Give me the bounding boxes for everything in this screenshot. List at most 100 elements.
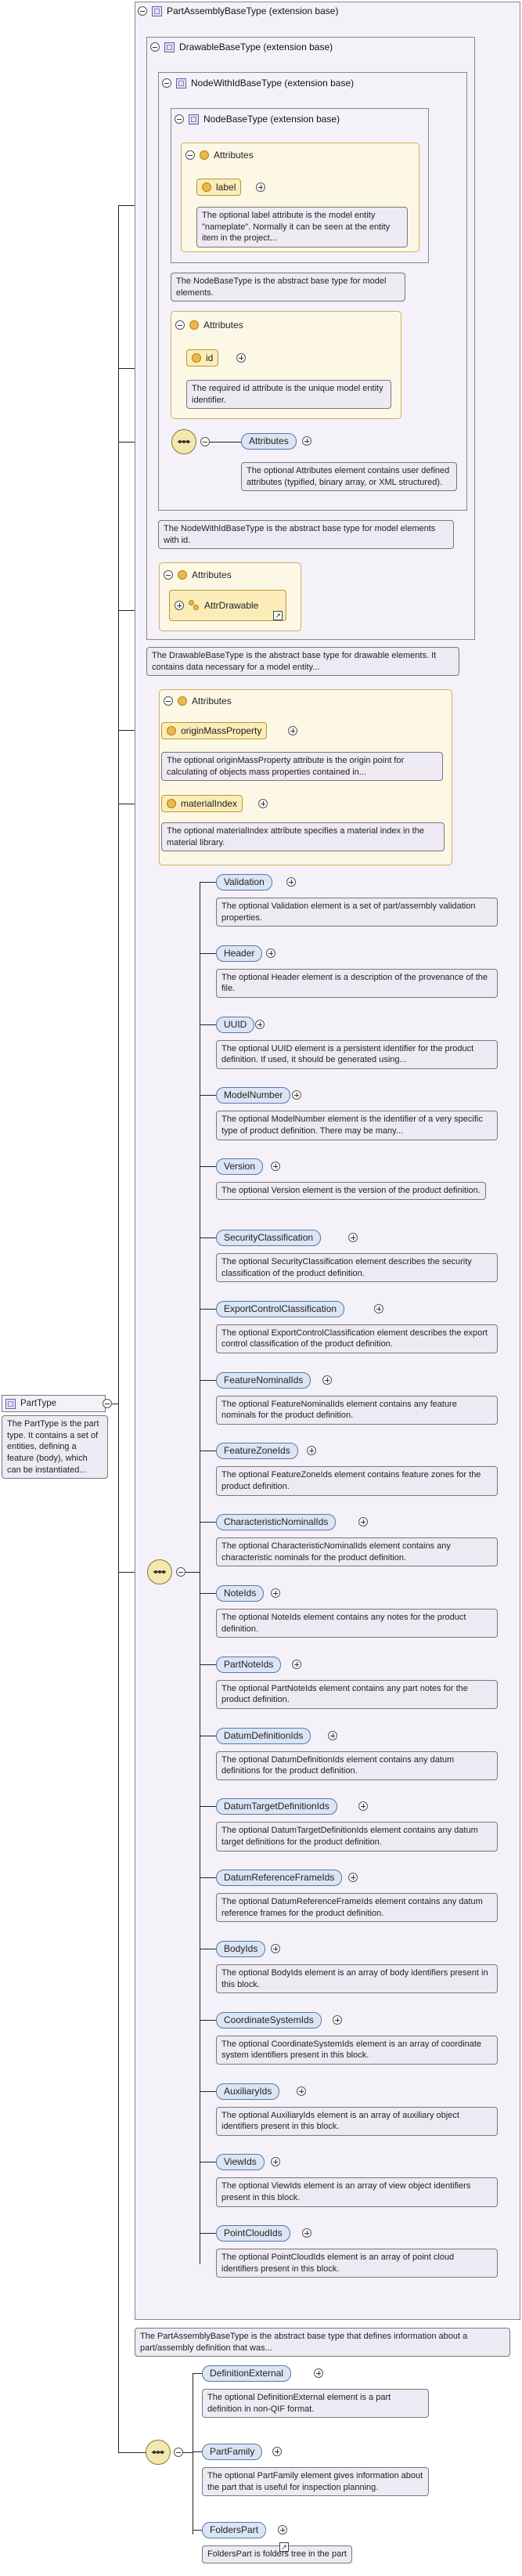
expand-toggle[interactable] bbox=[265, 948, 275, 958]
attribute-label[interactable]: label bbox=[196, 179, 242, 196]
collapse-toggle[interactable] bbox=[174, 2448, 183, 2457]
element-model-number[interactable]: ModelNumber bbox=[216, 1087, 291, 1104]
part-type-collapse-toggle[interactable] bbox=[103, 1399, 112, 1408]
expand-toggle[interactable] bbox=[272, 2447, 282, 2456]
element-description: FoldersPart is folders tree in the part bbox=[202, 2545, 352, 2563]
element-definition-external[interactable]: DefinitionExternal bbox=[202, 2365, 292, 2382]
node-with-id-base-type-header[interactable]: NodeWithIdBaseType (extension base) bbox=[162, 78, 354, 89]
collapse-toggle[interactable] bbox=[150, 42, 160, 52]
connector-line bbox=[200, 1877, 216, 1879]
expand-toggle[interactable] bbox=[271, 1944, 281, 1953]
drawable-base-type-header[interactable]: DrawableBaseType (extension base) bbox=[150, 42, 333, 52]
collapse-toggle[interactable] bbox=[200, 437, 210, 446]
element-description: The optional Attributes element contains… bbox=[241, 462, 457, 492]
expand-toggle[interactable] bbox=[358, 1517, 369, 1527]
element-point-cloud-ids[interactable]: PointCloudIds bbox=[216, 2225, 290, 2242]
element-description: The optional Header element is a descrip… bbox=[216, 968, 498, 999]
expand-toggle[interactable] bbox=[288, 726, 297, 735]
attribute-material-index[interactable]: materialIndex bbox=[161, 795, 243, 812]
element-description: The optional FeatureZoneIds element cont… bbox=[216, 1466, 498, 1496]
expand-toggle[interactable] bbox=[291, 1659, 301, 1669]
attributes-group-header[interactable]: Attributes bbox=[175, 320, 243, 331]
expand-toggle[interactable] bbox=[271, 1162, 281, 1172]
expand-toggle[interactable] bbox=[348, 1233, 358, 1242]
element-version[interactable]: Version bbox=[216, 1158, 264, 1176]
element-security-classification[interactable]: SecurityClassification bbox=[216, 1230, 322, 1246]
element-uuid[interactable]: UUID bbox=[216, 1016, 255, 1033]
link-icon[interactable]: ↗ bbox=[279, 2542, 289, 2552]
collapse-toggle[interactable] bbox=[164, 570, 173, 580]
expand-toggle[interactable] bbox=[302, 436, 311, 446]
element-feature-zone-ids[interactable]: FeatureZoneIds bbox=[216, 1443, 298, 1460]
expand-toggle[interactable] bbox=[374, 1303, 384, 1313]
element-header[interactable]: Header bbox=[216, 945, 263, 962]
element-auxiliary-ids[interactable]: AuxiliaryIds bbox=[216, 2083, 280, 2100]
attribute-id[interactable]: id bbox=[186, 349, 219, 367]
expand-toggle[interactable] bbox=[236, 353, 246, 363]
sequence-icon bbox=[171, 429, 196, 454]
attribute-origin-mass-property[interactable]: originMassProperty bbox=[161, 722, 268, 739]
collapse-toggle[interactable] bbox=[138, 6, 147, 16]
element-body-ids[interactable]: BodyIds bbox=[216, 1941, 266, 1957]
attributes-label: Attributes bbox=[192, 569, 232, 580]
expand-toggle[interactable] bbox=[255, 1019, 265, 1029]
connector-line bbox=[200, 2019, 216, 2021]
expand-toggle[interactable] bbox=[175, 601, 184, 610]
expand-toggle[interactable] bbox=[322, 1375, 333, 1385]
collapse-toggle[interactable] bbox=[185, 150, 195, 160]
attributes-group-header[interactable]: Attributes bbox=[185, 150, 254, 161]
element-description: The optional AuxiliaryIds element is an … bbox=[216, 2106, 498, 2136]
element-attributes[interactable]: Attributes bbox=[241, 433, 297, 450]
collapse-toggle[interactable] bbox=[162, 78, 171, 88]
attributes-group-header[interactable]: Attributes bbox=[164, 695, 232, 706]
attribute-group-icon bbox=[200, 150, 209, 160]
attribute-icon bbox=[167, 726, 176, 735]
node-base-type-header[interactable]: NodeBaseType (extension base) bbox=[175, 114, 340, 125]
element-validation[interactable]: Validation bbox=[216, 874, 272, 891]
expand-toggle[interactable] bbox=[301, 2228, 311, 2238]
connector-line bbox=[222, 442, 241, 443]
expand-toggle[interactable] bbox=[327, 1730, 337, 1740]
part-assembly-base-type-header[interactable]: PartAssemblyBaseType (extension base) bbox=[138, 5, 338, 16]
expand-toggle[interactable] bbox=[297, 2086, 307, 2096]
element-description: The optional DatumDefinitionIds element … bbox=[216, 1750, 498, 1780]
collapse-toggle[interactable] bbox=[175, 114, 184, 124]
expand-toggle[interactable] bbox=[256, 182, 265, 192]
attribute-group-ref-attrdrawable[interactable]: AttrDrawable bbox=[169, 590, 286, 621]
element-export-control-classification[interactable]: ExportControlClassification bbox=[216, 1300, 345, 1317]
connector-line bbox=[183, 2452, 193, 2453]
collapse-toggle[interactable] bbox=[175, 320, 185, 330]
collapse-toggle[interactable] bbox=[164, 696, 173, 706]
expand-toggle[interactable] bbox=[313, 2368, 323, 2378]
expand-toggle[interactable] bbox=[348, 1873, 358, 1883]
element-view-ids[interactable]: ViewIds bbox=[216, 2154, 265, 2171]
element-part-family[interactable]: PartFamily bbox=[202, 2444, 263, 2460]
element-part-note-ids[interactable]: PartNoteIds bbox=[216, 1656, 282, 1673]
expand-toggle[interactable] bbox=[333, 2014, 343, 2025]
connector-line bbox=[200, 1379, 216, 1381]
element-datum-reference-frame-ids[interactable]: DatumReferenceFrameIds bbox=[216, 1870, 343, 1887]
element-feature-nominal-ids[interactable]: FeatureNominalIds bbox=[216, 1371, 311, 1389]
expand-toggle[interactable] bbox=[271, 1588, 281, 1598]
collapse-toggle[interactable] bbox=[176, 1567, 185, 1577]
expand-toggle[interactable] bbox=[358, 1801, 369, 1812]
expand-toggle[interactable] bbox=[277, 2525, 287, 2534]
element-folders-part[interactable]: FoldersPart bbox=[202, 2522, 267, 2538]
attributes-group-header[interactable]: Attributes bbox=[164, 569, 232, 580]
connector-line bbox=[118, 1572, 148, 1573]
element-datum-target-definition-ids[interactable]: DatumTargetDefinitionIds bbox=[216, 1798, 337, 1815]
part-type-node[interactable]: PartType bbox=[2, 1395, 106, 1412]
connector-line bbox=[200, 882, 216, 883]
expand-toggle[interactable] bbox=[291, 1090, 301, 1100]
element-coordinate-system-ids[interactable]: CoordinateSystemIds bbox=[216, 2011, 322, 2029]
element-description: The optional PointCloudIds element is an… bbox=[216, 2249, 498, 2278]
link-icon[interactable]: ↗ bbox=[273, 611, 283, 620]
element-datum-definition-ids[interactable]: DatumDefinitionIds bbox=[216, 1727, 311, 1744]
connector-line bbox=[200, 952, 216, 954]
expand-toggle[interactable] bbox=[286, 877, 296, 887]
element-characteristic-nominal-ids[interactable]: CharacteristicNominalIds bbox=[216, 1514, 337, 1531]
expand-toggle[interactable] bbox=[307, 1446, 317, 1456]
element-note-ids[interactable]: NoteIds bbox=[216, 1585, 265, 1602]
expand-toggle[interactable] bbox=[258, 799, 268, 808]
expand-toggle[interactable] bbox=[271, 2157, 281, 2167]
